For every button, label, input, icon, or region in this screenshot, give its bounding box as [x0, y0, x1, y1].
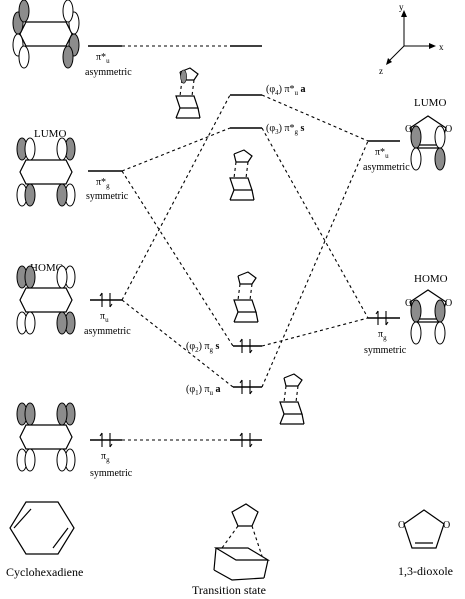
- middle-energy-levels: [230, 45, 262, 448]
- mid-level-phi3-label: (φ3) π*g s: [266, 123, 305, 136]
- right-lumo-label: LUMO: [414, 97, 446, 109]
- left-orbital-pi-star-u-picture: [12, 0, 80, 69]
- ts-orbital-picture-phi3: [229, 149, 255, 201]
- left-lumo-label: LUMO: [34, 128, 66, 140]
- left-level-3-name: asymmetric: [84, 326, 131, 337]
- left-level-4-name: symmetric: [90, 468, 133, 479]
- ts-orbital-picture-phi2: [233, 271, 259, 323]
- transition-state-structure: [213, 503, 271, 581]
- ts-orbital-picture-phi4: [175, 67, 201, 119]
- right-o-atom-3: O: [405, 298, 412, 309]
- right-o-atom-4: O: [445, 298, 452, 309]
- mid-level-phi4-label: (φ4) π*u a: [266, 84, 306, 97]
- right-o-atom-2: O: [445, 124, 452, 135]
- right-level-2-name: symmetric: [364, 345, 407, 356]
- right-energy-levels: π*u asymmetric πg symmetric: [363, 140, 410, 356]
- left-level-4-symbol: πg: [101, 451, 110, 464]
- right-level-2-symbol: πg: [378, 329, 387, 342]
- correlation-lines: [121, 45, 369, 441]
- right-o-atom-1: O: [405, 124, 412, 135]
- left-level-1-symbol: π*u: [96, 52, 110, 65]
- ts-orbital-picture-phi1: [279, 373, 305, 425]
- right-level-1-symbol: π*u: [375, 147, 389, 160]
- left-level-2-symbol: π*g: [96, 177, 110, 190]
- axis-y-label: y: [399, 2, 404, 12]
- right-level-1-name: asymmetric: [363, 162, 410, 173]
- right-orbital-pi-star-u-picture: O O: [405, 115, 452, 171]
- cyclohexadiene-structure: [9, 501, 75, 555]
- right-homo-label: HOMO: [414, 273, 448, 285]
- left-orbital-pi-u-picture: [16, 265, 76, 335]
- left-orbital-pi-g-picture: [16, 402, 76, 472]
- dioxole-o-atom-2: O: [443, 520, 450, 531]
- mid-level-phi2-label: (φ2) πg s: [186, 341, 220, 354]
- axis-x-label: x: [439, 42, 444, 52]
- dioxole-label: 1,3-dioxole: [398, 564, 453, 578]
- left-level-3-symbol: πu: [100, 311, 109, 324]
- right-orbital-pi-g-picture: O O: [405, 289, 452, 345]
- left-homo-label: HOMO: [30, 262, 64, 274]
- transition-state-label: Transition state: [192, 583, 266, 597]
- mid-level-phi1-label: (φ1) πu a: [186, 384, 221, 397]
- left-orbital-pi-star-g-picture: [16, 137, 76, 207]
- dioxole-o-atom-1: O: [398, 520, 405, 531]
- axis-z-label: z: [379, 66, 383, 76]
- left-energy-levels: π*u asymmetric π*g symmetric πu asymmetr…: [84, 45, 133, 479]
- cyclohexadiene-label: Cyclohexadiene: [6, 565, 83, 579]
- left-level-1-name: asymmetric: [85, 67, 132, 78]
- dioxole-structure: O O: [398, 509, 450, 549]
- left-level-2-name: symmetric: [86, 191, 129, 202]
- coordinate-axes: y x z: [379, 2, 444, 76]
